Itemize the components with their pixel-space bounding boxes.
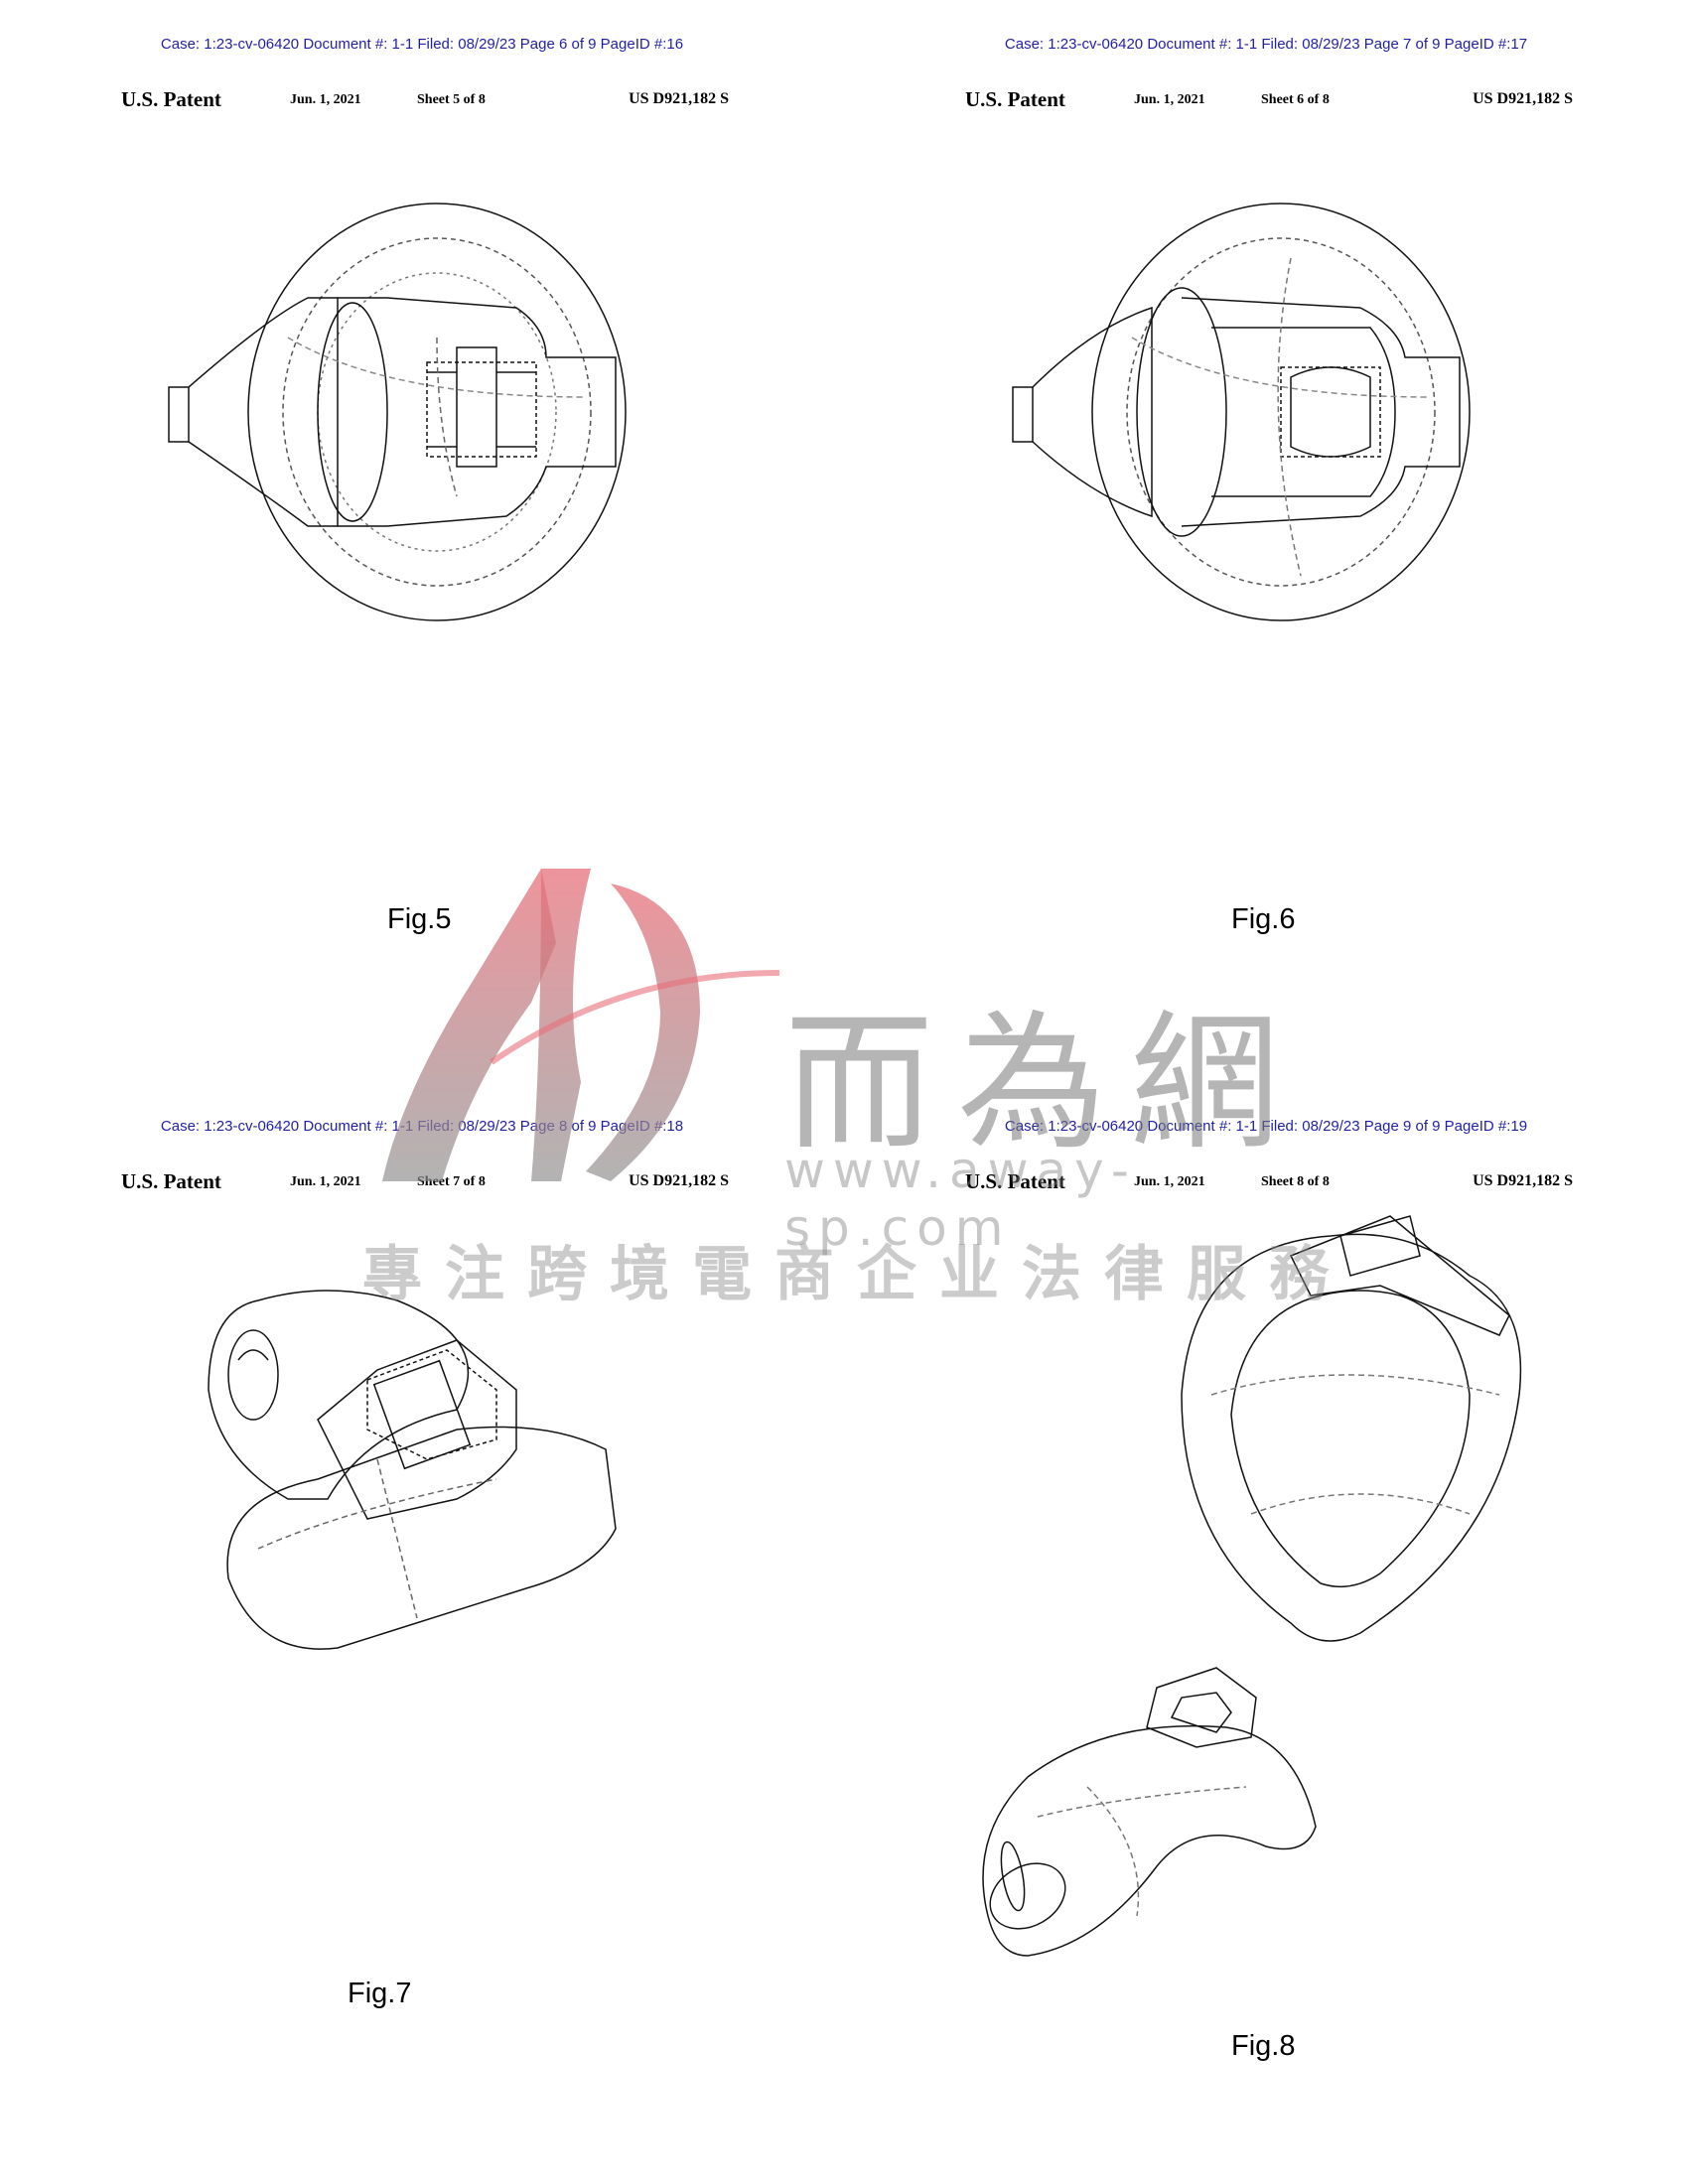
patent-label: U.S. Patent [121, 1169, 221, 1193]
figure-6-drawing [1003, 199, 1519, 640]
figure-5-drawing [159, 199, 675, 640]
patent-label: U.S. Patent [121, 87, 221, 111]
patent-header: U.S. Patent Jun. 1, 2021 Sheet 6 of 8 US… [965, 87, 1573, 111]
patent-header: U.S. Patent Jun. 1, 2021 Sheet 5 of 8 US… [121, 87, 729, 111]
figure-8-ring-drawing [1172, 1215, 1529, 1658]
patent-header: U.S. Patent Jun. 1, 2021 Sheet 8 of 8 US… [965, 1169, 1573, 1193]
patent-number: US D921,182 S [629, 1172, 729, 1189]
patent-date: Jun. 1, 2021 [1134, 92, 1205, 107]
case-line: Case: 1:23-cv-06420 Document #: 1-1 File… [1004, 36, 1528, 53]
patent-number: US D921,182 S [1473, 1172, 1573, 1189]
figure-label: Fig.7 [348, 1978, 412, 2009]
figure-8-cage-drawing [968, 1667, 1326, 1971]
patent-sheet-5: Case: 1:23-cv-06420 Document #: 1-1 File… [0, 0, 844, 1092]
patent-label: U.S. Patent [965, 1169, 1065, 1193]
sheet-number: Sheet 7 of 8 [417, 1174, 486, 1189]
patent-date: Jun. 1, 2021 [290, 92, 361, 107]
figure-label: Fig.5 [387, 903, 452, 935]
figure-label: Fig.8 [1231, 2030, 1296, 2062]
patent-number: US D921,182 S [629, 90, 729, 107]
case-line: Case: 1:23-cv-06420 Document #: 1-1 File… [1004, 1118, 1528, 1135]
figure-7-drawing [199, 1281, 635, 1722]
case-line: Case: 1:23-cv-06420 Document #: 1-1 File… [160, 36, 684, 53]
sheet-number: Sheet 5 of 8 [417, 92, 486, 107]
patent-sheet-6: Case: 1:23-cv-06420 Document #: 1-1 File… [844, 0, 1688, 1092]
patent-date: Jun. 1, 2021 [1134, 1174, 1205, 1189]
patent-label: U.S. Patent [965, 87, 1065, 111]
patent-sheet-7: Case: 1:23-cv-06420 Document #: 1-1 File… [0, 1082, 844, 2174]
figure-label: Fig.6 [1231, 903, 1296, 935]
sheet-number: Sheet 6 of 8 [1261, 92, 1330, 107]
sheet-number: Sheet 8 of 8 [1261, 1174, 1330, 1189]
case-line: Case: 1:23-cv-06420 Document #: 1-1 File… [160, 1118, 684, 1135]
patent-number: US D921,182 S [1473, 90, 1573, 107]
patent-date: Jun. 1, 2021 [290, 1174, 361, 1189]
patent-header: U.S. Patent Jun. 1, 2021 Sheet 7 of 8 US… [121, 1169, 729, 1193]
patent-sheet-8: Case: 1:23-cv-06420 Document #: 1-1 File… [844, 1082, 1688, 2174]
